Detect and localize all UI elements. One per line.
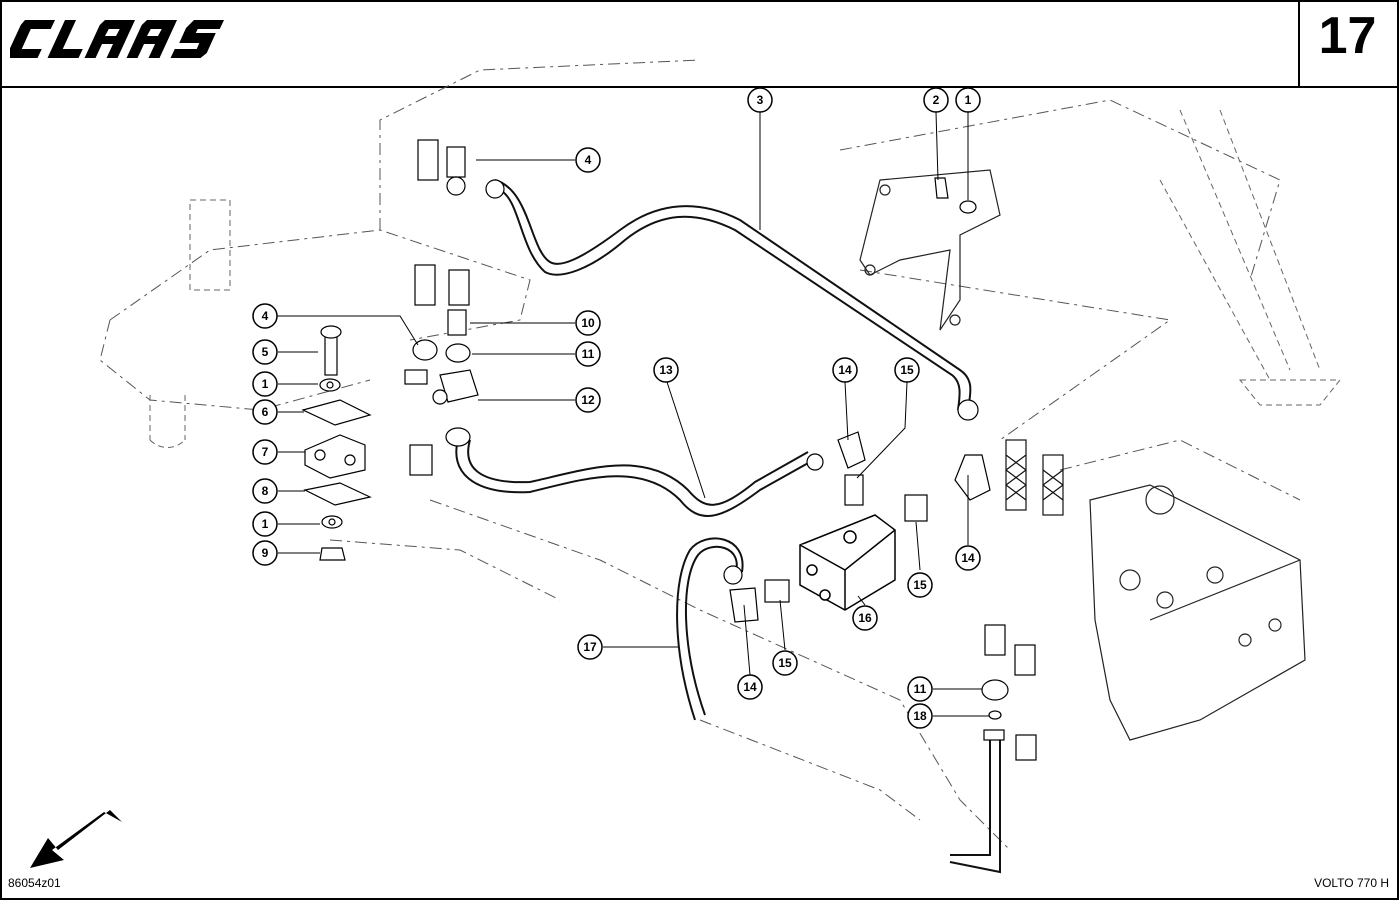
- callout-8: 8: [252, 478, 278, 504]
- svg-text:1: 1: [965, 93, 972, 107]
- svg-text:12: 12: [581, 393, 595, 407]
- valve-assembly: [1089, 484, 1306, 741]
- page-number: 17: [1318, 7, 1377, 65]
- phantom-frame: [99, 59, 1301, 851]
- connection-block: [799, 514, 896, 611]
- callout-1-a: 1: [252, 371, 278, 397]
- svg-text:13: 13: [659, 363, 673, 377]
- svg-text:14: 14: [838, 363, 852, 377]
- pipes: [455, 179, 1001, 874]
- svg-text:1: 1: [262, 517, 269, 531]
- svg-text:6: 6: [262, 405, 269, 419]
- callout-9: 9: [252, 540, 278, 566]
- page-number-divider: [1298, 2, 1300, 88]
- svg-text:17: 17: [583, 640, 597, 654]
- callout-4-left: 4: [252, 303, 278, 329]
- svg-text:4: 4: [585, 153, 592, 167]
- callout-1-top: 1: [955, 87, 981, 113]
- callout-14-bottom: 14: [737, 674, 763, 700]
- svg-text:16: 16: [858, 611, 872, 625]
- svg-text:1: 1: [262, 377, 269, 391]
- svg-text:5: 5: [262, 345, 269, 359]
- callouts: 4 3 2 1 4 5 1 6 7 8 1 9 10 11 12 13 14 1…: [252, 87, 981, 729]
- svg-text:11: 11: [582, 347, 595, 361]
- svg-text:11: 11: [914, 682, 927, 696]
- svg-text:15: 15: [778, 656, 792, 670]
- svg-text:10: 10: [581, 316, 595, 330]
- callout-14-top: 14: [832, 357, 858, 383]
- callout-3: 3: [747, 87, 773, 113]
- drawing-code: 86054z01: [8, 876, 61, 890]
- svg-text:9: 9: [262, 546, 269, 560]
- phantom-column: [149, 109, 1342, 448]
- svg-text:14: 14: [743, 680, 757, 694]
- hardware-parts: [301, 177, 977, 561]
- svg-text:14: 14: [961, 551, 975, 565]
- leader-lines: [277, 111, 989, 717]
- callout-14-right: 14: [955, 545, 981, 571]
- callout-6: 6: [252, 399, 278, 425]
- callout-15-bottom: 15: [772, 650, 798, 676]
- callout-12: 12: [575, 387, 601, 413]
- mounting-bracket: [859, 169, 1001, 331]
- callout-16: 16: [852, 605, 878, 631]
- svg-text:2: 2: [933, 93, 940, 107]
- fittings: [404, 139, 1037, 761]
- callout-10: 10: [575, 310, 601, 336]
- svg-text:8: 8: [262, 484, 269, 498]
- callout-11-top: 11: [575, 341, 601, 367]
- callout-15-top: 15: [894, 357, 920, 383]
- callout-11-bottom: 11: [907, 676, 933, 702]
- svg-text:7: 7: [262, 445, 269, 459]
- svg-text:4: 4: [262, 309, 269, 323]
- callout-7: 7: [252, 439, 278, 465]
- claas-logo: [5, 16, 232, 67]
- callout-13: 13: [653, 357, 679, 383]
- callout-2: 2: [923, 87, 949, 113]
- callout-5: 5: [252, 339, 278, 365]
- svg-text:18: 18: [913, 709, 927, 723]
- svg-text:3: 3: [757, 93, 764, 107]
- model-name: VOLTO 770 H: [1314, 876, 1389, 890]
- callout-4-top: 4: [575, 147, 601, 173]
- header-divider: [2, 86, 1397, 88]
- svg-text:15: 15: [900, 363, 914, 377]
- callout-18: 18: [907, 703, 933, 729]
- callout-15-right: 15: [907, 572, 933, 598]
- braided-hoses: [1005, 439, 1064, 516]
- callout-1-b: 1: [252, 511, 278, 537]
- direction-arrow-icon: [30, 810, 122, 868]
- callout-17: 17: [577, 634, 603, 660]
- svg-text:15: 15: [913, 578, 927, 592]
